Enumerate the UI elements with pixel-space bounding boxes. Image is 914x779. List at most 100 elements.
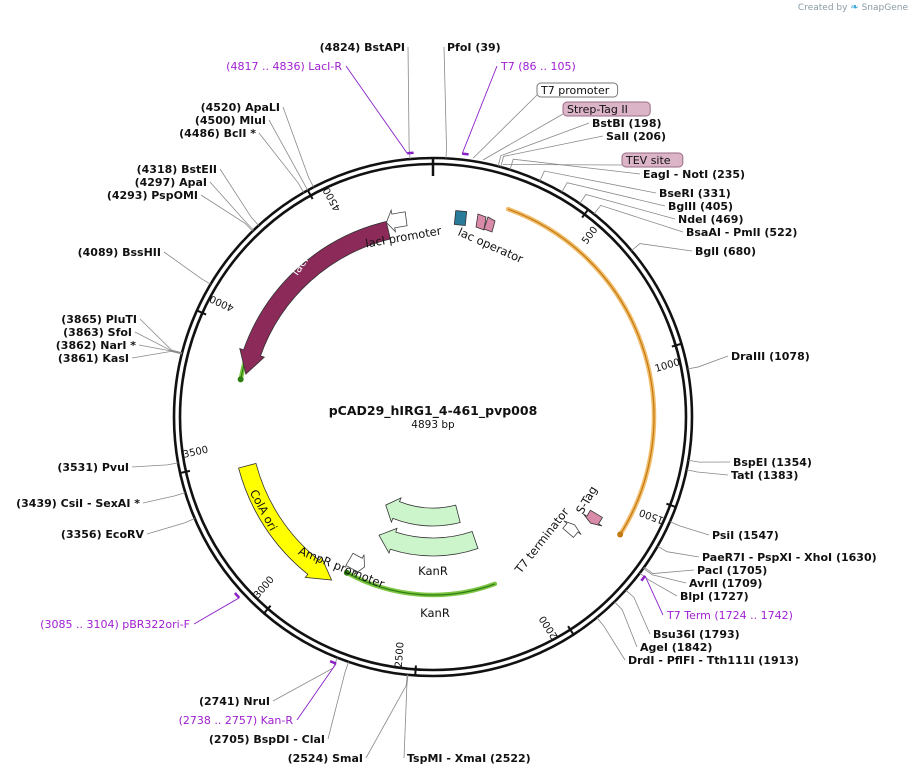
feature-s-tag[interactable] <box>583 509 604 527</box>
tick-label-2000: 2000 <box>538 613 561 640</box>
tick-mark-2000 <box>567 625 575 636</box>
site-label-ndei-469[interactable]: NdeI (469) <box>678 213 743 226</box>
site-label-bglii-405[interactable]: BglII (405) <box>668 200 733 213</box>
site-label-avrii-1709[interactable]: AvrII (1709) <box>689 577 762 590</box>
tick-mark-4000 <box>196 309 207 316</box>
site-layer: (4824) BstAPI PfoI (39) BstBI (198)SalI (2… <box>16 41 877 765</box>
primer-leader-4817-4836-laci-r <box>345 65 408 154</box>
primer-leader-2738-2757-kan-r <box>296 663 337 721</box>
primer-label-3085-3104-pbr322ori-f[interactable]: (3085 .. 3104) pBR322ori-F <box>40 618 190 631</box>
site-label-2524-smai[interactable]: (2524) SmaI <box>288 752 363 765</box>
site-label-eagi-noti-235[interactable]: EagI - NotI (235) <box>643 168 745 181</box>
site-leader-bsu36i-1793 <box>625 589 651 635</box>
tick-label-2500: 2500 <box>394 642 407 668</box>
primer-label-t7-86-105[interactable]: T7 (86 .. 105) <box>500 60 576 73</box>
site-label-bspei-1354[interactable]: BspEI (1354) <box>733 456 812 469</box>
site-leader-3862-nari <box>138 344 182 355</box>
site-leader-4297-apai <box>209 181 254 231</box>
feature-ampr-promoter[interactable] <box>345 552 365 575</box>
site-label-3531-pvui[interactable]: (3531) PvuI <box>57 461 129 474</box>
site-label-blpi-1727[interactable]: BlpI (1727) <box>680 590 749 603</box>
site-label-tati-1383[interactable]: TatI (1383) <box>731 469 798 482</box>
site-label-pfoi-39[interactable]: PfoI (39) <box>447 41 501 54</box>
site-label-paer7i-pspxi-xhoi-1630[interactable]: PaeR7I - PspXI - XhoI (1630) <box>702 551 877 564</box>
box-tev-site[interactable] <box>621 152 684 168</box>
site-leader-tati-1383 <box>686 469 729 476</box>
site-label-4318-bsteii[interactable]: (4318) BstEII <box>137 163 217 176</box>
site-label-4297-apai[interactable]: (4297) ApaI <box>135 176 207 189</box>
primer-mark-3085-3104-pbr322ori-f <box>233 592 241 599</box>
primer-label-t7-term-1724-1742[interactable]: T7 Term (1724 .. 1742) <box>666 609 793 622</box>
site-label-sali-206[interactable]: SalI (206) <box>606 130 666 143</box>
site-leader-4318-bsteii <box>219 168 259 226</box>
feature-lacI-promoter[interactable] <box>385 208 408 234</box>
site-label-bseri-331[interactable]: BseRI (331) <box>659 187 731 200</box>
site-label-tspmi-xmai-2522[interactable]: TspMI - XmaI (2522) <box>407 752 531 765</box>
tick-label-4000: 4000 <box>208 292 236 312</box>
site-label-3356-ecorv[interactable]: (3356) EcoRV <box>61 528 145 541</box>
site-label-4486-bcli[interactable]: (4486) BclI * <box>179 127 256 140</box>
site-label-2705-bspdi-clai[interactable]: (2705) BspDI - ClaI <box>209 733 325 746</box>
site-label-3862-nari[interactable]: (3862) NarI * <box>56 339 136 352</box>
tick-mark-3500 <box>179 469 191 474</box>
tick-mark-2500 <box>414 665 417 676</box>
feature-colA-ori[interactable] <box>238 462 333 581</box>
primer-label-2738-2757-kan-r[interactable]: (2738 .. 2757) Kan-R <box>179 714 294 727</box>
site-label-paci-1705[interactable]: PacI (1705) <box>697 564 767 577</box>
feature-kanr-inner[interactable] <box>385 497 461 527</box>
site-leader-4824-bstapi <box>407 46 411 160</box>
site-label-3439-csii-sexai[interactable]: (3439) CsiI - SexAI * <box>16 497 140 510</box>
site-leader-2524-smai <box>365 674 408 759</box>
site-leader-4293-pspomi <box>200 194 253 232</box>
site-leader-draiii-1078 <box>687 355 729 370</box>
site-label-4293-pspomi[interactable]: (4293) PspOMI <box>107 189 198 202</box>
feature-lacI[interactable] <box>239 221 391 375</box>
site-leader-bstbi-198 <box>497 122 590 167</box>
plasmid-title: pCAD29_hIRG1_4-461_pvp008 <box>329 403 538 419</box>
site-label-psii-1547[interactable]: PsiI (1547) <box>712 529 779 542</box>
selection-arc-core-green-orf-bottom <box>346 572 496 596</box>
site-label-3865-pluti[interactable]: (3865) PluTI <box>61 313 137 326</box>
selection-arc-tip-green-orf-left <box>237 376 244 383</box>
site-label-4520-apali[interactable]: (4520) ApaLI <box>201 101 280 114</box>
feature-label-kanr-outer: KanR <box>418 564 448 578</box>
tick-label-500: 500 <box>580 225 600 247</box>
site-label-drdi-pflfi-tth111i-1913[interactable]: DrdI - PflFI - Tth111I (1913) <box>628 654 799 667</box>
plasmid-length: 4893 bp <box>411 419 455 431</box>
site-leader-4089-bsshii <box>163 251 211 285</box>
site-leader-drdi-pflfi-tth111i-1913 <box>596 617 626 661</box>
site-label-2741-nrui[interactable]: (2741) NruI <box>199 695 270 708</box>
selection-arc-orange-orf <box>505 206 657 537</box>
brand-name: SnapGene <box>861 3 908 13</box>
tick-label-1000: 1000 <box>654 357 682 375</box>
site-leader-4500-mlui <box>268 119 309 191</box>
site-label-4824-bstapi[interactable]: (4824) BstAPI <box>320 41 405 54</box>
site-label-bgli-680[interactable]: BglI (680) <box>695 245 756 258</box>
feature-kanr-outer[interactable] <box>378 527 479 557</box>
box-label-tev-site: TEV site <box>625 154 671 167</box>
box-strep-tag-ii[interactable] <box>562 101 651 117</box>
site-leader-blpi-1727 <box>639 572 678 597</box>
site-leader-4486-bcli <box>258 132 305 193</box>
site-label-4500-mlui[interactable]: (4500) MluI <box>195 114 266 127</box>
primer-leader-t7-86-105 <box>461 65 498 154</box>
tick-mark-4500 <box>306 189 314 200</box>
site-label-4089-bsshii[interactable]: (4089) BssHII <box>78 246 161 259</box>
site-leader-avrii-1709 <box>642 567 687 584</box>
site-label-3861-kasi[interactable]: (3861) KasI <box>58 352 129 365</box>
primer-leader-t7-term-1724-1742 <box>644 575 664 616</box>
box-t7-promoter[interactable] <box>536 82 619 98</box>
box-leader-tev-site <box>502 164 623 166</box>
site-label-bsu36i-1793[interactable]: Bsu36I (1793) <box>653 628 740 641</box>
box-leader-t7-promoter <box>472 94 538 159</box>
site-label-bstbi-198[interactable]: BstBI (198) <box>592 117 662 130</box>
site-leader-bspei-1354 <box>688 459 731 463</box>
primer-label-4817-4836-laci-r[interactable]: (4817 .. 4836) LacI-R <box>226 60 342 73</box>
site-label-bsaai-pmli-522[interactable]: BsaAI - PmlI (522) <box>686 226 797 239</box>
site-label-3863-sfoi[interactable]: (3863) SfoI <box>63 326 132 339</box>
primer-mark-t7-86-105 <box>462 152 469 156</box>
site-label-agei-1842[interactable]: AgeI (1842) <box>640 641 712 654</box>
feature-t7-terminator[interactable] <box>562 520 582 538</box>
feature-lac-operator[interactable] <box>453 210 468 227</box>
site-label-draiii-1078[interactable]: DraIII (1078) <box>731 350 810 363</box>
